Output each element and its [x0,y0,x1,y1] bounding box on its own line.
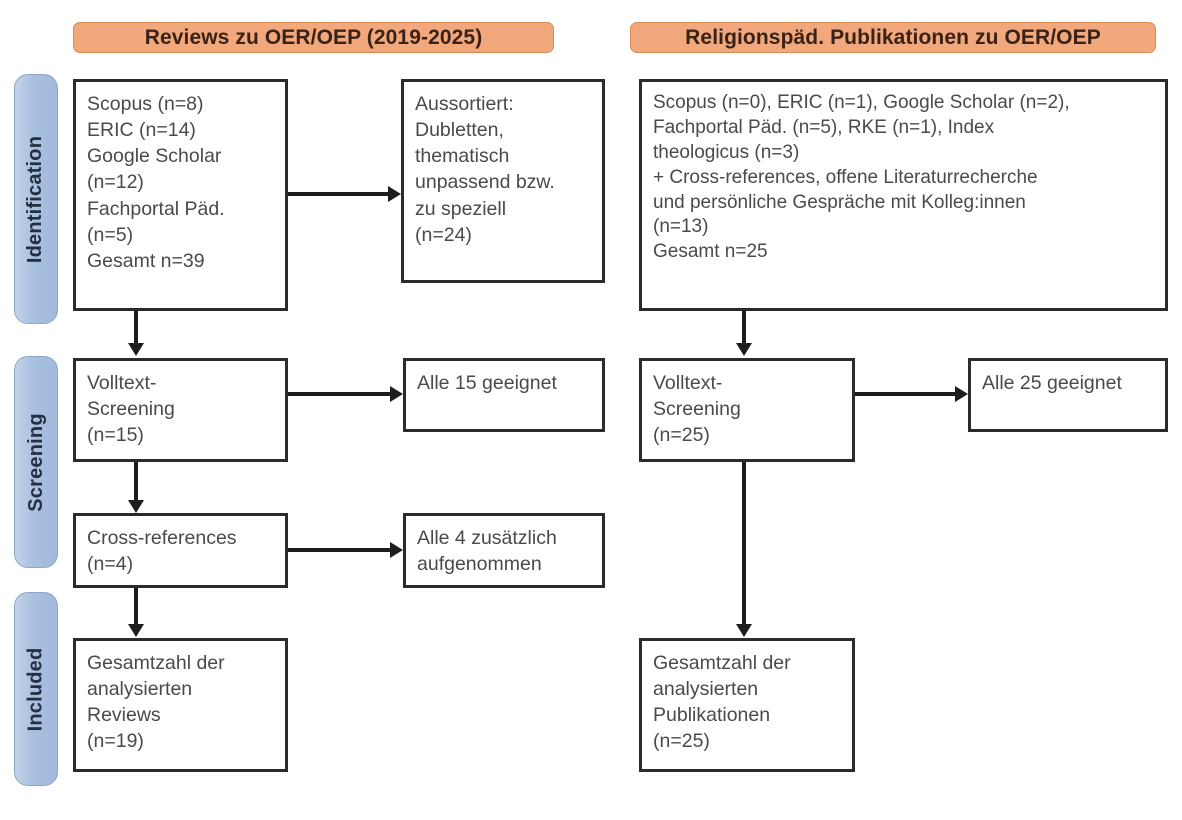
connector-left-sources-to-fulltext [134,311,138,343]
column-header-religionspaed: Religionspäd. Publikationen zu OER/OEP [630,22,1156,53]
box-left-identification-sources: Scopus (n=8) ERIC (n=14) Google Scholar … [73,79,288,311]
stage-tab-identification: Identification [14,74,58,324]
box-right-screening-fulltext-result: Alle 25 geeignet [968,358,1168,432]
arrowhead-right-fulltext-to-included [736,624,752,637]
column-header-reviews: Reviews zu OER/OEP (2019-2025) [73,22,554,53]
stage-tab-identification-label: Identification [24,135,47,263]
arrowhead-left-sources-to-fulltext [128,343,144,356]
box-right-included-total: Gesamtzahl der analysierten Publikatione… [639,638,855,772]
stage-tab-screening: Screening [14,356,58,568]
arrowhead-left-crossrefs-to-included [128,624,144,637]
arrowhead-right-sources-to-fulltext [736,343,752,356]
arrowhead-left-fulltext-to-crossrefs [128,500,144,513]
stage-tab-screening-label: Screening [24,412,47,512]
arrowhead-left-fulltext-to-result [390,386,403,402]
connector-left-fulltext-to-result [288,392,390,396]
connector-right-sources-to-fulltext [742,311,746,343]
box-left-screening-fulltext: Volltext- Screening (n=15) [73,358,288,462]
connector-left-sources-to-excluded [288,192,388,196]
stage-tab-included-label: Included [24,647,47,731]
box-left-screening-fulltext-result: Alle 15 geeignet [403,358,605,432]
connector-left-crossrefs-to-result [288,548,390,552]
stage-tab-included: Included [14,592,58,786]
connector-right-fulltext-to-included [742,462,746,624]
connector-left-fulltext-to-crossrefs [134,462,138,500]
box-left-screening-crossrefs-result: Alle 4 zusätzlich aufgenommen [403,513,605,588]
arrowhead-left-sources-to-excluded [388,186,401,202]
column-header-reviews-label: Reviews zu OER/OEP (2019-2025) [144,25,483,49]
connector-right-fulltext-to-result [855,392,955,396]
connector-left-crossrefs-to-included [134,588,138,624]
arrowhead-right-fulltext-to-result [955,386,968,402]
arrowhead-left-crossrefs-to-result [390,542,403,558]
box-left-screening-crossrefs: Cross-references (n=4) [73,513,288,588]
box-right-screening-fulltext: Volltext- Screening (n=25) [639,358,855,462]
column-header-religionspaed-label: Religionspäd. Publikationen zu OER/OEP [685,25,1101,49]
box-right-identification-sources: Scopus (n=0), ERIC (n=1), Google Scholar… [639,79,1168,311]
box-left-identification-excluded: Aussortiert: Dubletten, thematisch unpas… [401,79,605,283]
box-left-included-total: Gesamtzahl der analysierten Reviews (n=1… [73,638,288,772]
